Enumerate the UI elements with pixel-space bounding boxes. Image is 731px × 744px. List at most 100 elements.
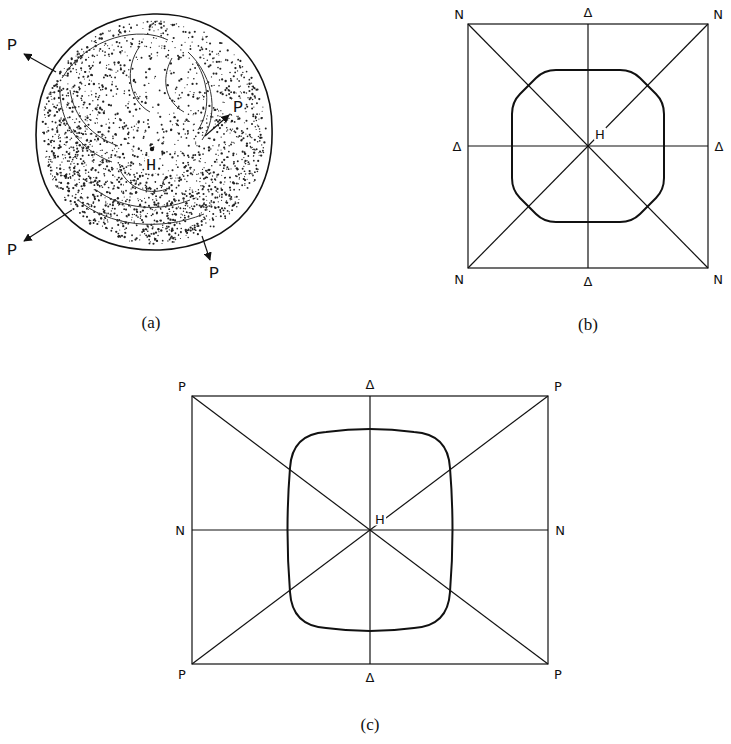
stipple-dot xyxy=(245,111,246,112)
stipple-dot xyxy=(70,200,72,202)
stipple-dot xyxy=(163,131,165,133)
stipple-dot xyxy=(175,238,177,240)
stipple-dot xyxy=(50,173,51,174)
stipple-dot xyxy=(147,178,149,180)
stipple-dot xyxy=(231,120,233,122)
stipple-dot xyxy=(213,73,215,75)
stipple-dot xyxy=(110,215,112,217)
stipple-dot xyxy=(221,193,223,195)
stipple-dot xyxy=(124,138,126,140)
stipple-dot xyxy=(237,59,239,61)
stipple-dot xyxy=(178,234,180,236)
stipple-dot xyxy=(64,144,65,145)
stipple-dot xyxy=(64,197,65,198)
stipple-dot xyxy=(99,107,101,109)
stipple-dot xyxy=(204,167,205,168)
stipple-dot xyxy=(106,65,107,66)
stipple-dot xyxy=(79,73,80,74)
stipple-dot xyxy=(190,45,191,46)
stipple-dot xyxy=(157,104,159,106)
stipple-dot xyxy=(159,116,161,118)
stipple-dot xyxy=(95,177,97,179)
stipple-dot xyxy=(256,102,258,104)
stipple-dot xyxy=(167,34,169,36)
stipple-dot xyxy=(107,219,108,220)
stipple-dot xyxy=(171,156,173,158)
stipple-dot xyxy=(236,92,237,93)
stipple-dot xyxy=(212,61,213,62)
stipple-dot xyxy=(134,155,136,157)
stipple-dot xyxy=(227,156,229,158)
stipple-dot xyxy=(212,213,214,215)
stipple-dot xyxy=(260,154,262,156)
stipple-dot xyxy=(177,140,178,141)
stipple-dot xyxy=(203,216,204,217)
stipple-dot xyxy=(221,124,223,126)
stipple-dot xyxy=(111,52,113,54)
stipple-dot xyxy=(242,72,243,73)
stipple-dot xyxy=(196,204,198,206)
stipple-dot xyxy=(156,188,158,190)
stipple-dot xyxy=(93,177,94,178)
stipple-dot xyxy=(212,219,214,221)
stipple-dot xyxy=(132,154,134,156)
stipple-dot xyxy=(139,96,140,97)
stipple-dot xyxy=(221,200,222,201)
stipple-dot xyxy=(90,74,92,76)
stipple-dot xyxy=(192,208,194,210)
stipple-dot xyxy=(198,145,200,147)
stipple-dot xyxy=(146,236,148,238)
stipple-dot xyxy=(112,135,114,137)
stipple-dot xyxy=(177,177,178,178)
stipple-dot xyxy=(209,205,210,206)
stipple-dot xyxy=(111,77,112,78)
stipple-dot xyxy=(78,137,79,138)
stipple-dot xyxy=(218,145,219,146)
stipple-dot xyxy=(153,232,155,234)
stipple-dot xyxy=(95,189,96,190)
stipple-dot xyxy=(162,128,164,130)
stipple-dot xyxy=(137,198,138,199)
stipple-dot xyxy=(155,198,156,199)
stipple-dot xyxy=(182,174,183,175)
stipple-dot xyxy=(151,42,152,43)
stipple-dot xyxy=(47,143,49,145)
stipple-dot xyxy=(122,200,123,201)
stipple-dot xyxy=(160,27,162,29)
stipple-dot xyxy=(51,121,53,123)
stipple-dot xyxy=(129,199,131,201)
stipple-dot xyxy=(100,217,102,219)
stipple-dot xyxy=(91,154,93,156)
stipple-dot xyxy=(204,92,206,94)
stipple-dot xyxy=(258,152,259,153)
stipple-dot xyxy=(119,31,121,33)
stipple-dot xyxy=(112,174,114,176)
stipple-dot xyxy=(112,204,114,206)
stipple-dot xyxy=(76,148,78,150)
stipple-dot xyxy=(240,139,242,141)
stipple-dot xyxy=(133,146,135,148)
stipple-dot xyxy=(194,159,195,160)
stipple-dot xyxy=(220,215,222,217)
stipple-dot xyxy=(244,170,246,172)
stipple-dot xyxy=(226,166,228,168)
stipple-dot xyxy=(169,218,171,220)
stipple-dot xyxy=(155,209,156,210)
stipple-dot xyxy=(54,176,56,178)
stipple-dot xyxy=(102,187,104,189)
stipple-dot xyxy=(180,179,182,181)
stipple-dot xyxy=(62,94,64,96)
stipple-dot xyxy=(256,113,258,115)
stipple-dot xyxy=(139,176,141,178)
stipple-dot xyxy=(94,169,96,171)
stipple-dot xyxy=(114,148,115,149)
stipple-dot xyxy=(191,205,192,206)
stipple-dot xyxy=(246,145,248,147)
stipple-dot xyxy=(159,138,160,139)
stipple-dot xyxy=(184,121,185,122)
stipple-dot xyxy=(219,196,220,197)
stipple-dot xyxy=(114,208,116,210)
stipple-dot xyxy=(139,204,141,206)
stipple-dot xyxy=(67,182,69,184)
